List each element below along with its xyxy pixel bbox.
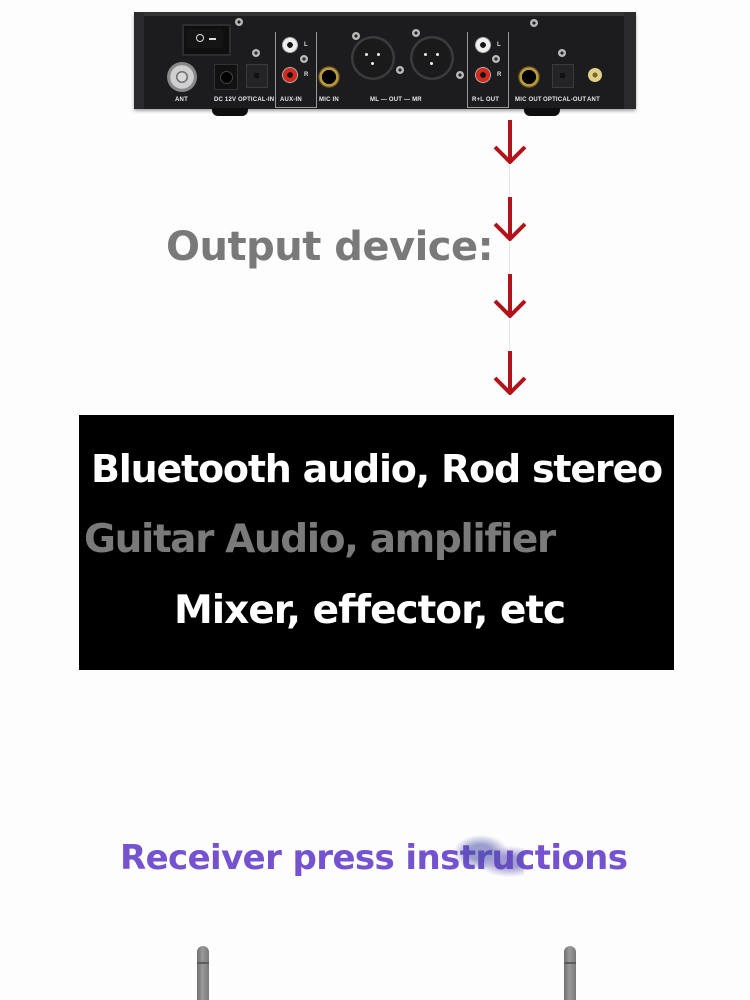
down-arrow-icon [493,351,527,395]
optical-out-port-icon [552,64,574,88]
screw-icon [558,49,566,57]
label-mic-out: MIC OUT [515,97,542,103]
screw-icon [300,55,308,63]
power-switch [182,24,231,56]
arrow-guide-line [509,120,510,395]
rca-left-white-icon [474,36,492,54]
label-r: R [304,72,309,78]
rl-out-group-border [467,32,509,108]
label-ant-right: ANT [587,97,600,103]
dc-power-jack-icon [214,64,238,90]
rca-right-red-icon [474,66,492,84]
power-off-symbol-icon [196,34,204,42]
screw-icon [530,19,538,27]
antenna-right [564,946,576,1000]
output-device-list: Bluetooth audio, Rod stereo Guitar Audio… [79,415,674,670]
label-mic-in: MIC IN [319,97,339,103]
screw-icon [352,32,360,40]
antenna-left [197,946,209,1000]
device-list-line: Bluetooth audio, Rod stereo [91,447,663,491]
rca-right-red-icon [281,66,299,84]
label-rl-out: R+L OUT [472,97,500,103]
screw-icon [235,18,243,26]
receiver-instructions-title: Receiver press instructions [120,838,628,878]
device-foot [212,108,248,116]
panel-top-edge [144,12,624,16]
label-optical-in: OPTICAL-IN [238,97,275,103]
down-arrow-icon [493,274,527,318]
optical-in-port-icon [246,64,268,88]
output-device-heading: Output device: [166,224,494,270]
bnc-antenna-connector-icon [167,62,197,92]
power-on-symbol-icon [209,38,216,40]
down-arrow-icon [493,120,527,164]
screw-icon [412,29,420,37]
label-l: L [304,42,308,48]
receiver-rear-panel: ANT DC 12V OPTICAL-IN L R AUX-IN MIC IN … [134,12,636,109]
label-out: ML — OUT — MR [370,97,422,103]
mic-out-jack-icon [518,66,540,88]
rca-left-white-icon [281,36,299,54]
xlr-right-output-icon [410,36,454,80]
sma-antenna-connector-icon [588,68,602,82]
aux-in-group-border [275,32,317,108]
mic-in-jack-icon [318,66,340,88]
xlr-left-output-icon [351,36,395,80]
device-list-line: Mixer, effector, etc [174,588,566,633]
panel-bevel-right [624,12,636,109]
label-r: R [497,72,502,78]
label-optical-out: OPTICAL-OUT [543,97,587,103]
device-list-line: Guitar Audio, amplifier [84,517,556,562]
label-dc: DC 12V [214,97,237,103]
label-aux-in: AUX-IN [280,97,302,103]
down-arrow-icon [493,197,527,241]
panel-bevel-left [134,12,144,109]
switch-rocker [187,29,223,48]
screw-icon [396,66,404,74]
label-ant-left: ANT [175,97,188,103]
label-l: L [497,42,501,48]
screw-icon [252,49,260,57]
device-foot [524,108,560,116]
screw-icon [456,71,464,79]
screw-icon [492,55,500,63]
image-artifact [452,834,524,880]
